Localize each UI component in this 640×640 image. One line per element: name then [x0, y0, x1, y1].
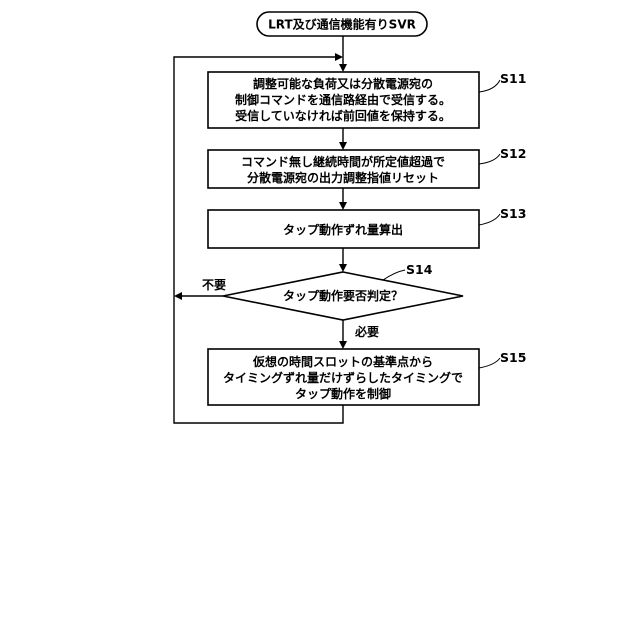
step-s13-line-1: タップ動作ずれ量算出	[283, 222, 403, 237]
arrow-s12-s13	[339, 202, 347, 210]
start-label: LRT及び通信機能有りSVR	[268, 17, 416, 32]
step-s15-line-2: タイミングずれ量だけずらしたタイミングで	[223, 370, 463, 385]
arrow-s11-s12	[339, 142, 347, 150]
arrow-start-s11	[339, 64, 347, 72]
step-s11-line-2: 制御コマンドを通信路経由で受信する。	[235, 92, 451, 107]
arrow-s14-no	[174, 292, 182, 300]
arrow-loop-back	[335, 53, 343, 61]
arrow-s14-s15	[339, 341, 347, 349]
step-s12-line-1: コマンド無し継続時間が所定値超過で	[241, 154, 445, 169]
step-s11-leader	[479, 80, 500, 92]
step-s12-id: S12	[500, 146, 526, 161]
step-s11-id: S11	[500, 71, 526, 86]
step-s14-line-1: タップ動作要否判定？	[283, 288, 403, 303]
step-s15-line-3: タップ動作を制御	[295, 386, 391, 401]
step-s14-id: S14	[406, 262, 433, 277]
step-s13-id: S13	[500, 206, 526, 221]
branch-label-no: 不要	[202, 277, 226, 292]
step-s15-id: S15	[500, 350, 526, 365]
step-s12-leader	[479, 154, 500, 164]
step-s13-leader	[479, 214, 500, 225]
branch-label-yes: 必要	[354, 324, 379, 339]
arrow-s13-s14	[339, 264, 347, 272]
step-s14-leader	[383, 270, 405, 280]
step-s11-line-1: 調整可能な負荷又は分散電源宛の	[253, 76, 433, 91]
step-s15-line-1: 仮想の時間スロットの基準点から	[252, 354, 433, 369]
step-s12-line-2: 分散電源宛の出力調整指値リセット	[247, 170, 439, 185]
step-s11-line-3: 受信していなければ前回値を保持する。	[235, 108, 451, 123]
step-s15-leader	[479, 358, 500, 368]
